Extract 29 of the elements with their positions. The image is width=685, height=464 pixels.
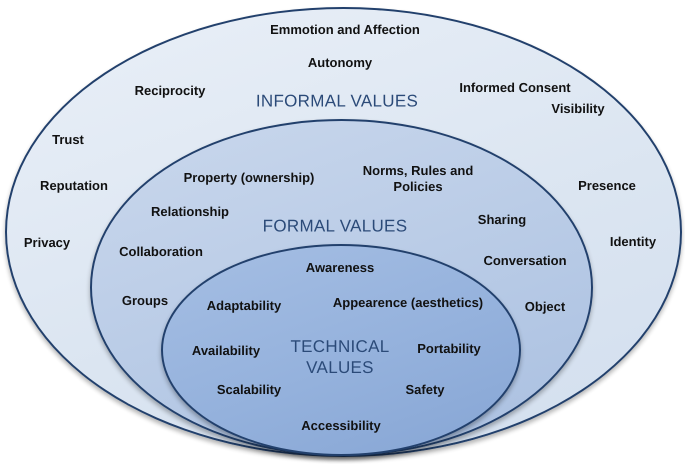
value-label: Privacy	[24, 235, 70, 251]
value-label: Scalability	[216, 382, 282, 398]
value-label: Reputation	[40, 178, 108, 194]
value-label: Trust	[52, 132, 84, 148]
value-label: Property (ownership)	[184, 170, 314, 186]
value-label: Norms, Rules and Policies	[362, 163, 474, 195]
value-label: Portability	[417, 341, 481, 357]
value-label: Appearence (aesthetics)	[332, 295, 484, 311]
value-label: Object	[524, 299, 566, 315]
value-label: Reciprocity	[134, 83, 206, 99]
value-label: Emmotion and Affection	[270, 22, 420, 38]
value-label: Collaboration	[119, 244, 203, 260]
value-label: Identity	[610, 234, 656, 250]
section-heading: INFORMAL VALUES	[256, 90, 418, 112]
value-label: Availability	[192, 343, 260, 359]
value-label: Groups	[122, 293, 168, 309]
value-label: Accessibility	[301, 418, 381, 434]
section-heading: TECHNICAL VALUES	[289, 336, 391, 378]
value-label: Visibility	[551, 101, 605, 117]
value-label: Awareness	[306, 260, 374, 276]
value-label: Sharing	[478, 212, 526, 228]
section-heading: FORMAL VALUES	[262, 216, 408, 236]
value-label: Presence	[578, 178, 636, 194]
value-label: Relationship	[151, 204, 229, 220]
value-label: Informed Consent	[459, 80, 571, 96]
value-label: Safety	[405, 382, 445, 398]
value-label: Autonomy	[308, 55, 372, 71]
value-label: Conversation	[483, 253, 567, 269]
value-label: Adaptability	[206, 298, 282, 314]
